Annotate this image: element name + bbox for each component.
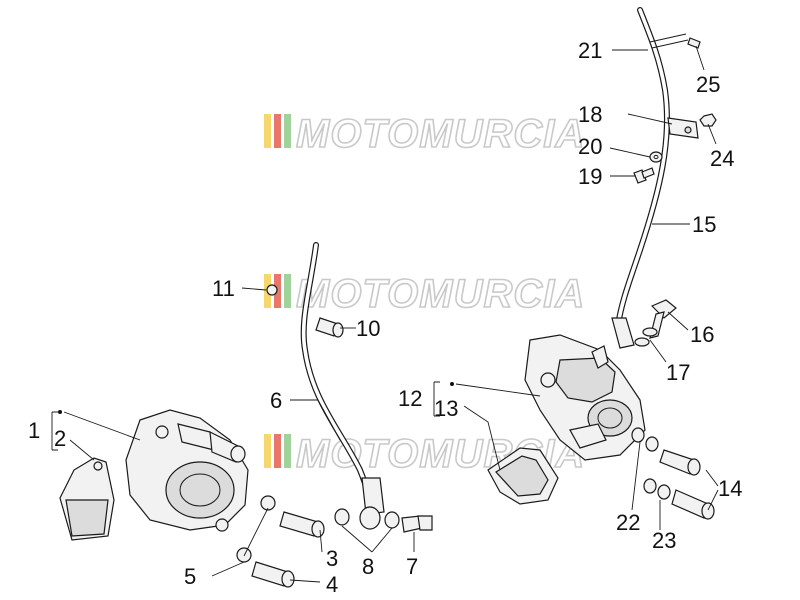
callout-10: 10 [356,316,380,341]
callout-15: 23 [652,528,676,553]
callout-14: 14 [718,476,742,501]
washers-19 [634,327,658,347]
watermark-text: MOTOMURCIA [296,112,585,156]
brake-pad-2 [59,457,115,541]
bolt-21 [633,167,655,184]
bolt-4 [251,561,295,588]
watermark-stripe [264,114,271,148]
watermark-stripe [284,434,291,468]
callout-17: 15 [692,212,716,237]
bleeder-7 [401,515,433,533]
bolt-25 [687,37,701,49]
front-brake-hose-6 [300,242,385,518]
washer-22 [649,151,663,163]
callout-5: 5 [184,564,196,589]
washer-11 [266,284,278,296]
callout-24: 21 [578,38,602,63]
leader-lines [51,45,719,583]
callout-21: 19 [578,164,602,189]
callout-3: 3 [326,546,338,571]
callout-2: 2 [54,426,66,451]
watermark-stripe [274,434,281,468]
watermark-stripe [284,114,291,148]
bolt-10 [315,317,344,338]
nut-23 [699,113,717,127]
upper-brake-hose [611,7,689,349]
bolts-14 [659,449,715,520]
hose-clamp-20 [667,117,699,139]
callout-8: 8 [362,554,374,579]
callout-13: 13 [434,396,458,421]
callout-4: 4 [326,572,338,597]
front-brake-caliper-1 [125,409,249,532]
callout-22: 20 [578,134,602,159]
callout-11: 11 [212,276,235,301]
callout-16: 22 [616,510,640,535]
watermark-stripe [274,114,281,148]
callout-7: 7 [406,554,418,579]
callout-23: 24 [710,146,734,171]
callout-20: 18 [578,102,602,127]
callout-labels: 21 25 18 20 19 24 15 16 17 12 13 14 22 2… [28,38,742,597]
callout-19: 17 [666,360,690,385]
rear-brake-caliper-12 [524,334,646,461]
brake-pad-13 [487,447,559,505]
watermark-text: MOTOMURCIA [296,272,585,316]
callout-25: 25 [696,72,720,97]
callout-1: 1 [28,418,40,443]
washers-15-16 [631,427,671,500]
watermark-stripe [264,434,271,468]
watermark-stripe [284,274,291,308]
bolt-3 [279,511,325,538]
callout-12: 12 [398,386,422,411]
callout-6: 6 [270,388,282,413]
banjo-washers-8 [334,506,400,530]
callout-18: 16 [690,322,714,347]
watermark-2: MOTOMURCIA [264,271,585,317]
watermark-1: MOTOMURCIA [264,111,585,157]
